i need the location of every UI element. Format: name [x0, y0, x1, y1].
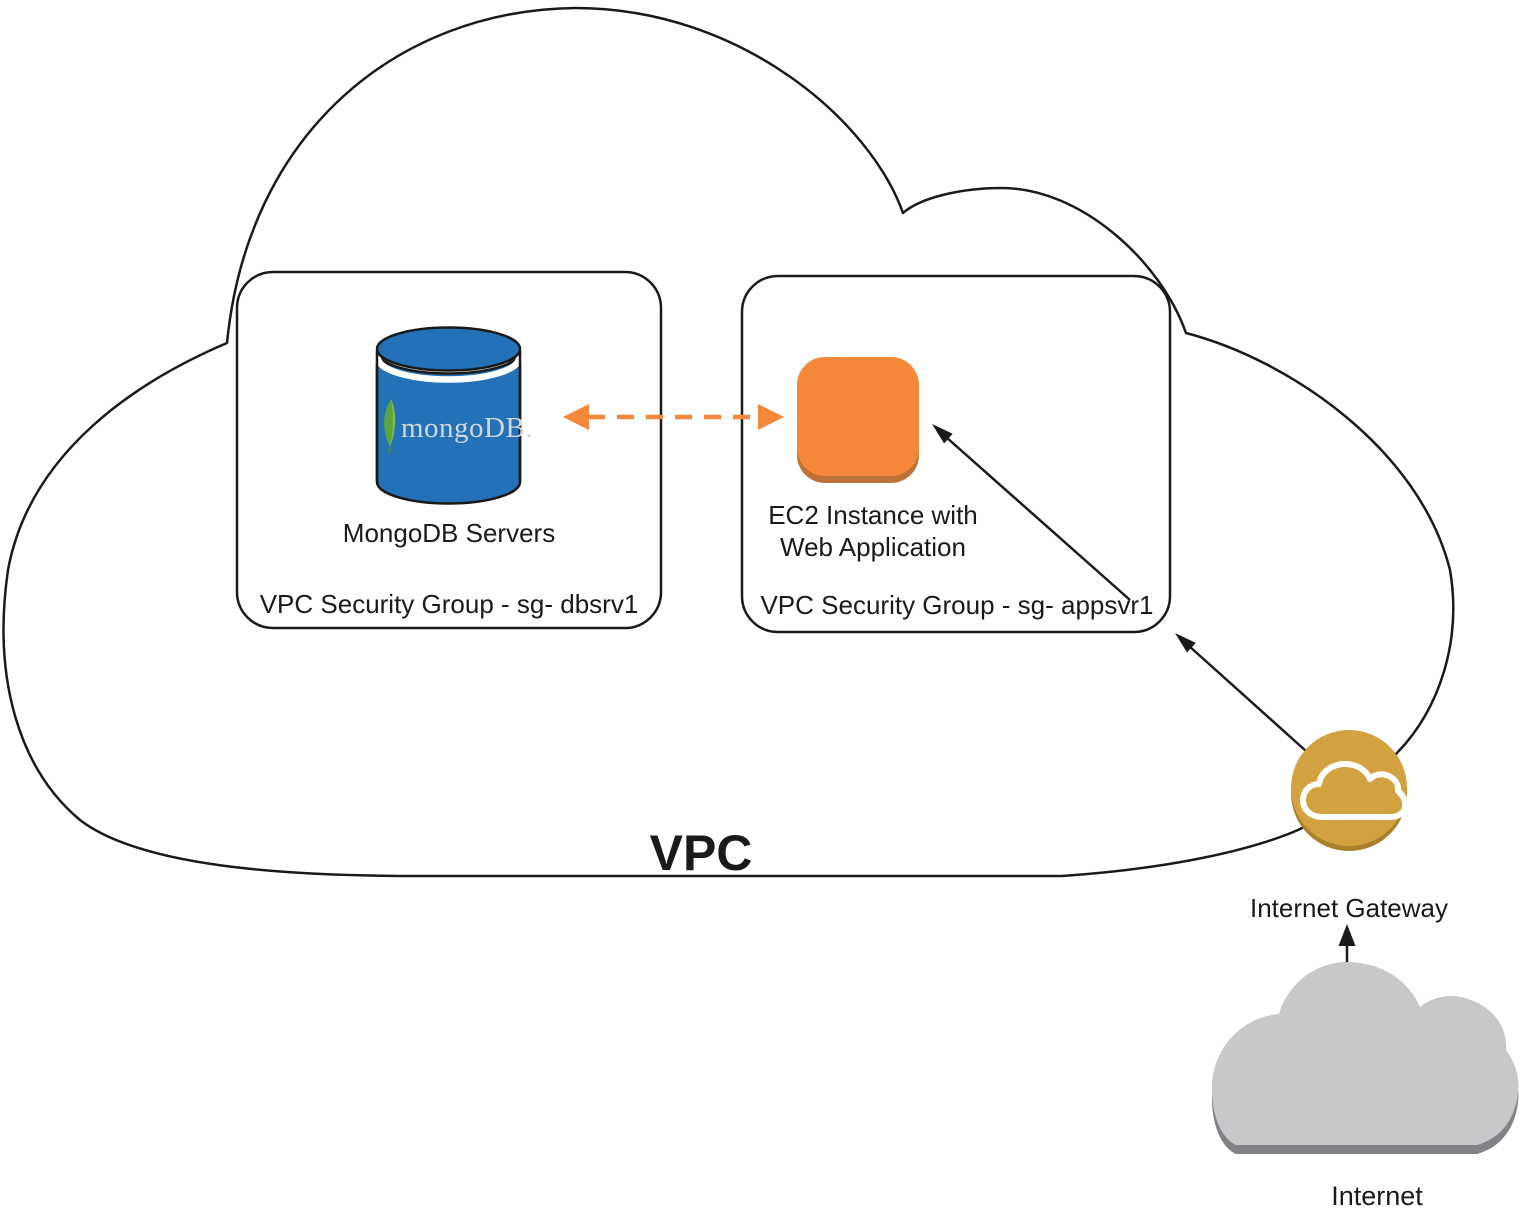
gateway-cloud-glyph — [1300, 761, 1409, 820]
app-security-group-label: VPC Security Group - sg- appsvr1 — [760, 590, 1154, 620]
db-security-group-label: VPC Security Group - sg- dbsrv1 — [259, 589, 639, 619]
ec2-instance-icon — [797, 357, 919, 483]
gateway-to-instance-arrow — [932, 424, 1131, 601]
internet-cloud-icon — [1211, 961, 1519, 1154]
ec2-instance-label-line2: Web Application — [780, 532, 966, 562]
vpc-label: VPC — [649, 825, 753, 881]
mongodb-logo-text: mongoDB. — [401, 412, 534, 444]
internet-gateway-icon — [1291, 730, 1409, 851]
gateway-to-group-arrow — [1175, 633, 1307, 752]
mongodb-cylinder-icon — [374, 326, 523, 505]
mongodb-servers-label: MongoDB Servers — [342, 518, 556, 548]
db-app-dashed-arrow — [563, 404, 784, 430]
internet-label: Internet — [1331, 1181, 1423, 1211]
mongodb-leaf-icon — [384, 399, 396, 454]
internet-gateway-label: Internet Gateway — [1250, 893, 1448, 923]
vpc-cloud-outline — [2, 6, 1455, 878]
ec2-instance-label-line1: EC2 Instance with — [768, 500, 978, 530]
